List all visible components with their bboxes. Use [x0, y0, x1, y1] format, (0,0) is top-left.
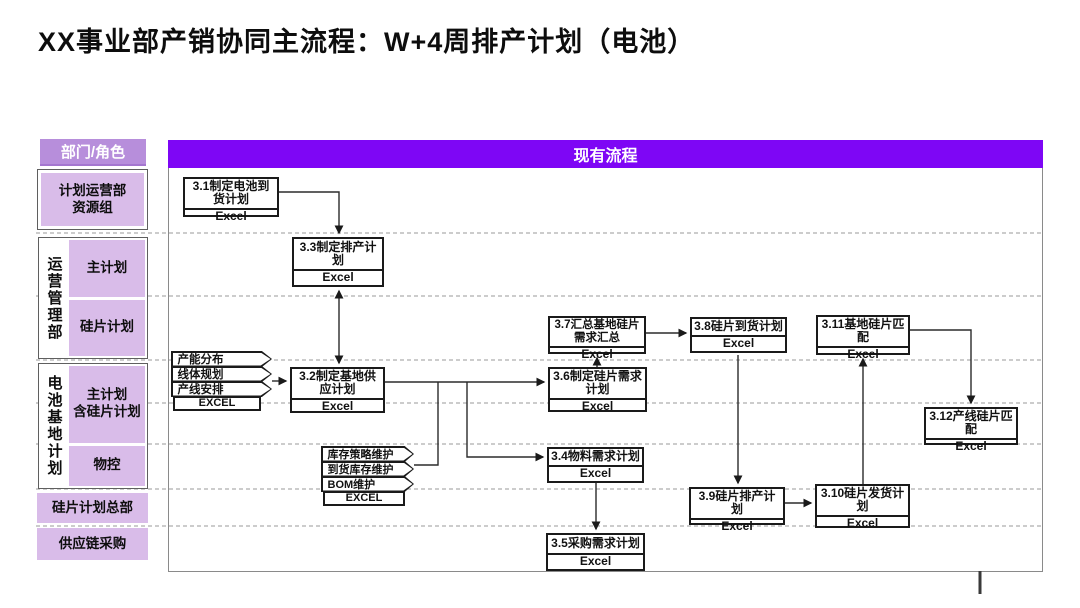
flow-box-3-6[interactable]: 3.6制定硅片需求计划 Excel: [548, 367, 647, 412]
flow-box-3-5[interactable]: 3.5采购需求计划 Excel: [546, 533, 645, 571]
sidebar-item-master-plan: 主计划: [69, 240, 145, 297]
sidebar-group-battery-base-plan: 电池基地计划 主计划 含硅片计划 物控: [38, 363, 148, 489]
sidebar-group-operations-mgmt-label: 运营管理部: [41, 240, 67, 356]
flow-box-3-12[interactable]: 3.12产线硅片匹配 Excel: [924, 407, 1018, 452]
input-chevron-line-planning: 线体规划: [171, 366, 272, 382]
flow-box-3-9-tool: Excel: [691, 517, 783, 533]
flow-box-3-1[interactable]: 3.1制定电池到货计划 Excel: [183, 177, 279, 222]
sidebar-group-operations-mgmt: 运营管理部 主计划 硅片计划: [38, 237, 148, 359]
flow-box-3-1-title: 3.1制定电池到货计划: [192, 179, 270, 207]
flow-box-3-10-title: 3.10硅片发货计划: [820, 486, 905, 514]
input-stack-capacity-tool: EXCEL: [173, 396, 261, 411]
flow-box-3-9[interactable]: 3.9硅片排产计划 Excel: [689, 487, 785, 532]
flow-box-3-4-tool: Excel: [549, 465, 642, 481]
flow-box-3-8-title: 3.8硅片到货计划: [694, 319, 783, 334]
input-chevron-inventory-strategy: 库存策略维护: [321, 446, 414, 462]
sidebar-item-master-plan-incl-wafer: 主计划 含硅片计划: [69, 366, 145, 443]
sidebar-group-battery-base-plan-label: 电池基地计划: [41, 366, 67, 486]
sidebar-header: 部门/角色: [40, 139, 146, 166]
input-chevron-arrival-inventory: 到货库存维护: [321, 461, 414, 477]
flow-box-3-2-title: 3.2制定基地供应计划: [299, 369, 376, 397]
flow-box-3-7[interactable]: 3.7汇总基地硅片需求汇总 Excel: [548, 316, 646, 360]
sidebar-row-planning-ops-label: 计划运营部 资源组: [41, 173, 144, 226]
flow-box-3-8-tool: Excel: [692, 335, 785, 351]
sidebar-row-supply-chain-procurement: 供应链采购: [37, 528, 148, 560]
flow-box-3-2[interactable]: 3.2制定基地供应计划 Excel: [290, 367, 385, 413]
flow-box-3-12-tool: Excel: [926, 437, 1016, 452]
flow-box-3-7-tool: Excel: [550, 345, 644, 360]
input-chevron-capacity-distribution: 产能分布: [171, 351, 272, 367]
input-chevron-line-arrangement: 产线安排: [171, 381, 272, 397]
flow-box-3-6-tool: Excel: [550, 397, 645, 413]
page-title: XX事业部产销协同主流程：W+4周排产计划（电池）: [38, 27, 696, 57]
input-chevron-bom-maintenance: BOM维护: [321, 476, 414, 492]
sidebar-row-planning-ops: 计划运营部 资源组: [37, 169, 148, 230]
flow-box-3-11-title: 3.11基地硅片匹配: [821, 317, 905, 345]
flow-box-3-11-tool: Excel: [818, 345, 908, 360]
flow-box-3-4[interactable]: 3.4物料需求计划 Excel: [547, 447, 644, 483]
flow-box-3-3[interactable]: 3.3制定排产计划 Excel: [292, 237, 384, 287]
process-header: 现有流程: [168, 140, 1043, 168]
flow-box-3-10-tool: Excel: [817, 514, 908, 530]
flow-box-3-4-title: 3.4物料需求计划: [551, 449, 640, 464]
flow-box-3-6-title: 3.6制定硅片需求计划: [553, 369, 642, 397]
flow-box-3-5-title: 3.5采购需求计划: [551, 536, 640, 551]
flow-box-3-10[interactable]: 3.10硅片发货计划 Excel: [815, 484, 910, 530]
flow-box-3-7-title: 3.7汇总基地硅片需求汇总: [554, 319, 640, 344]
flow-box-3-8[interactable]: 3.8硅片到货计划 Excel: [690, 317, 787, 353]
flow-box-3-9-title: 3.9硅片排产计划: [698, 489, 776, 517]
flow-box-3-2-tool: Excel: [292, 397, 383, 413]
flow-box-3-11[interactable]: 3.11基地硅片匹配 Excel: [816, 315, 910, 360]
sidebar-item-wafer-plan: 硅片计划: [69, 299, 145, 356]
flow-box-3-5-tool: Excel: [548, 553, 643, 569]
flow-box-3-3-tool: Excel: [294, 269, 382, 285]
flow-box-3-1-tool: Excel: [185, 207, 277, 223]
sidebar-row-wafer-plan-hq: 硅片计划总部: [37, 493, 148, 523]
flow-box-3-12-title: 3.12产线硅片匹配: [929, 409, 1013, 437]
input-stack-inventory-tool: EXCEL: [323, 491, 405, 506]
flow-box-3-3-title: 3.3制定排产计划: [299, 239, 377, 267]
sidebar-item-material-control: 物控: [69, 445, 145, 486]
